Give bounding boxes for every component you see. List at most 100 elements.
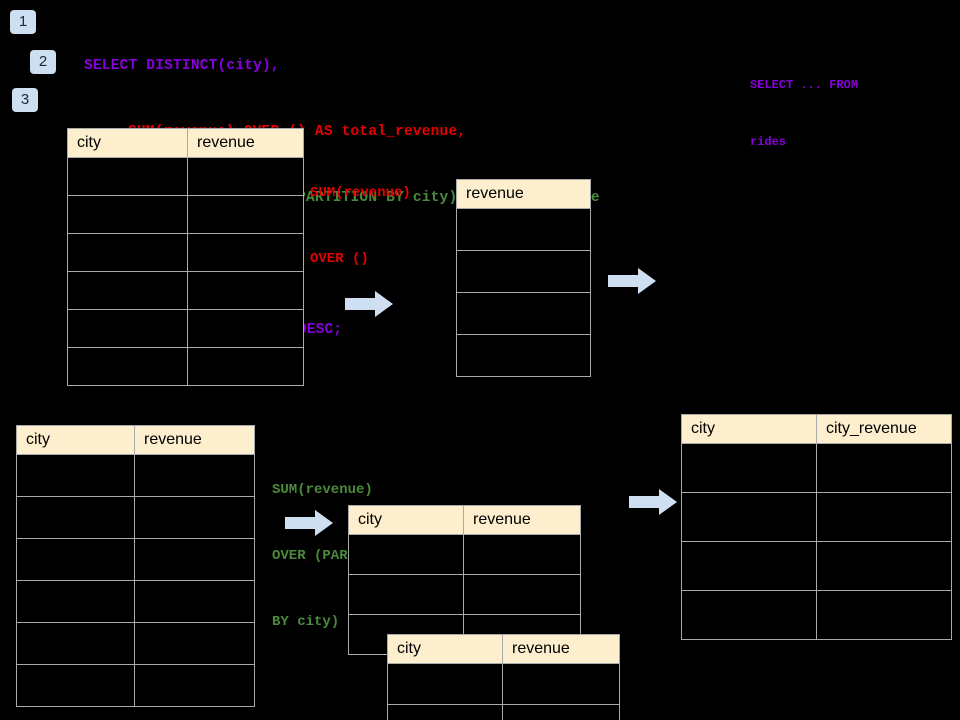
- table-cell: [134, 538, 255, 581]
- table-cell: [502, 663, 620, 705]
- column-header-city: city: [16, 425, 135, 455]
- table-cell: [67, 157, 188, 196]
- arrow-total-to-result-icon: [608, 268, 656, 294]
- arrow-partition-to-result-icon: [629, 489, 677, 515]
- table-cell: [456, 292, 591, 335]
- table-cell: [387, 663, 503, 705]
- column-header-revenue: revenue: [502, 634, 620, 664]
- column-header-city: city: [348, 505, 464, 535]
- annotation-city-revenue-line-3: BY city): [272, 614, 340, 630]
- column-header-city: city: [67, 128, 188, 158]
- table-cell: [134, 622, 255, 665]
- annotation-total-revenue-line-1: SUM(revenue): [310, 185, 411, 201]
- side-note-line-2: rides: [750, 135, 787, 149]
- table-header-row: revenue: [456, 179, 591, 209]
- table-row: [681, 590, 952, 640]
- table-row: [67, 271, 304, 310]
- sql-line-select: SELECT DISTINCT(city),: [84, 58, 280, 74]
- table-cell: [348, 534, 464, 575]
- table-row: [456, 292, 591, 335]
- table-cell: [816, 443, 952, 493]
- table-cell: [67, 271, 188, 310]
- table-cell: [816, 492, 952, 542]
- step-badge-1: 1: [10, 10, 36, 34]
- table-row: [348, 574, 581, 615]
- table-cell: [187, 195, 304, 234]
- side-note-select-from: SELECT ... FROM rides: [750, 38, 858, 190]
- table-cell: [502, 704, 620, 720]
- table-row: [681, 492, 952, 542]
- table-row: [16, 622, 255, 665]
- table-row: [67, 195, 304, 234]
- table-row: [67, 309, 304, 348]
- table-cell: [16, 496, 135, 539]
- table-cell: [187, 233, 304, 272]
- table-cell: [463, 534, 581, 575]
- table-cell: [456, 208, 591, 251]
- table-cell: [681, 492, 817, 542]
- table-row: [16, 664, 255, 707]
- table-cell: [816, 541, 952, 591]
- table-row: [681, 443, 952, 493]
- annotation-total-revenue: SUM(revenue) OVER (): [310, 138, 411, 314]
- step-badge-3: 3: [12, 88, 38, 112]
- column-header-revenue: revenue: [456, 179, 591, 209]
- table-row: [67, 233, 304, 272]
- table-cell: [456, 334, 591, 377]
- column-header-city: city: [387, 634, 503, 664]
- table-cell: [348, 574, 464, 615]
- table-cell: [134, 580, 255, 623]
- side-note-line-1: SELECT ... FROM: [750, 78, 859, 92]
- table-cell: [456, 250, 591, 293]
- table-cell: [134, 496, 255, 539]
- arrow-source-to-total-icon: [345, 291, 393, 317]
- table-row: [456, 334, 591, 377]
- table-cell: [134, 454, 255, 497]
- table-cell: [67, 195, 188, 234]
- table-cell: [681, 590, 817, 640]
- table-cell: [67, 347, 188, 386]
- table-cell: [67, 233, 188, 272]
- table-row: [16, 454, 255, 497]
- table-cell: [134, 664, 255, 707]
- column-header-city: city: [681, 414, 817, 444]
- table-row: [681, 541, 952, 591]
- table-cell: [187, 157, 304, 196]
- table-cell: [681, 443, 817, 493]
- table-row: [16, 580, 255, 623]
- table-cell: [681, 541, 817, 591]
- annotation-total-revenue-line-2: OVER (): [310, 251, 369, 267]
- table-cell: [463, 574, 581, 615]
- table-cell: [187, 309, 304, 348]
- table-row: [16, 538, 255, 581]
- column-header-revenue: revenue: [187, 128, 304, 158]
- table-cell: [187, 271, 304, 310]
- table-cell: [387, 704, 503, 720]
- column-header-revenue: revenue: [134, 425, 255, 455]
- table-row: [387, 663, 620, 705]
- column-header-city_revenue: city_revenue: [816, 414, 952, 444]
- table-row: [456, 250, 591, 293]
- table-cell: [187, 347, 304, 386]
- table-cell: [16, 622, 135, 665]
- table-row: [16, 496, 255, 539]
- table-row: [348, 534, 581, 575]
- table-cell: [67, 309, 188, 348]
- table-row: [387, 704, 620, 720]
- column-header-revenue: revenue: [463, 505, 581, 535]
- table-cell: [816, 590, 952, 640]
- table-cell: [16, 580, 135, 623]
- step-badge-2: 2: [30, 50, 56, 74]
- table-cell: [16, 538, 135, 581]
